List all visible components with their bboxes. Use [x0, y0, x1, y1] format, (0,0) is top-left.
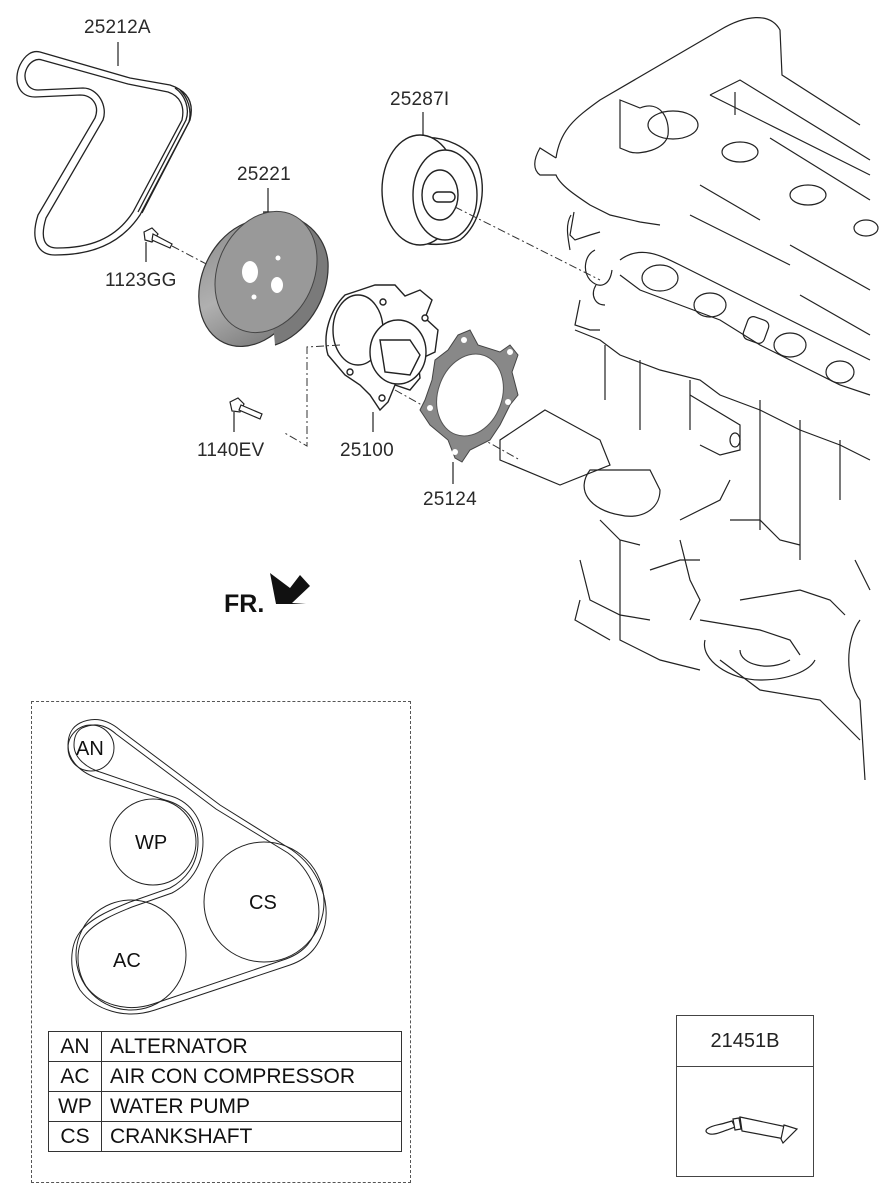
- legend-code: AN: [48, 1031, 102, 1062]
- pulley-25221: [198, 210, 329, 348]
- pulley-circle-wp: [109, 798, 197, 886]
- pulley-legend-table: AN ALTERNATOR AC AIR CON COMPRESSOR WP W…: [48, 1031, 402, 1152]
- belt-path-outer: [67, 719, 327, 1015]
- legend-description: AIR CON COMPRESSOR: [101, 1061, 402, 1092]
- legend-code: CS: [48, 1121, 102, 1152]
- belt-path-inner: [73, 724, 320, 1008]
- pulley-label-ac: AC: [113, 950, 141, 972]
- part-label-25100: 25100: [340, 440, 394, 461]
- axis-line: [454, 206, 601, 281]
- gasket-25124: [419, 329, 519, 463]
- part-label-25124: 25124: [423, 489, 477, 510]
- legend-row: AC AIR CON COMPRESSOR: [48, 1061, 402, 1092]
- pulley-circle-cs: [203, 841, 325, 963]
- legend-description: CRANKSHAFT: [101, 1121, 402, 1152]
- pulley-label-an: AN: [76, 738, 104, 760]
- front-arrow-icon: [270, 573, 310, 604]
- kit-part-number: 21451B: [677, 1016, 813, 1067]
- engine-block: [499, 17, 879, 781]
- sealant-kit-box: 21451B: [676, 1015, 814, 1177]
- part-label-25221: 25221: [237, 164, 291, 185]
- front-direction-label: FR.: [224, 590, 265, 618]
- drive-belt-25212A: [16, 50, 192, 256]
- legend-description: ALTERNATOR: [101, 1031, 402, 1062]
- bolt-1140EV: [229, 397, 263, 420]
- axis-line: [282, 344, 341, 447]
- legend-row: AN ALTERNATOR: [48, 1031, 402, 1062]
- part-label-1140EV: 1140EV: [197, 440, 265, 461]
- part-label-25287I: 25287I: [390, 89, 450, 110]
- pulley-circle-ac: [75, 899, 187, 1011]
- idler-pulley-25287I: [381, 134, 484, 246]
- pulley-label-wp: WP: [135, 832, 168, 854]
- sealant-tube-icon: [705, 1116, 799, 1145]
- part-label-1123GG: 1123GG: [105, 270, 177, 291]
- pulley-label-cs: CS: [249, 892, 277, 914]
- legend-description: WATER PUMP: [101, 1091, 402, 1122]
- part-label-25212A: 25212A: [84, 17, 151, 38]
- legend-code: AC: [48, 1061, 102, 1092]
- legend-code: WP: [48, 1091, 102, 1122]
- legend-row: CS CRANKSHAFT: [48, 1121, 402, 1152]
- legend-row: WP WATER PUMP: [48, 1091, 402, 1122]
- water-pump-25100: [325, 284, 439, 412]
- bolt-1123GG: [143, 227, 173, 249]
- belt-routing-inset: [31, 701, 411, 1183]
